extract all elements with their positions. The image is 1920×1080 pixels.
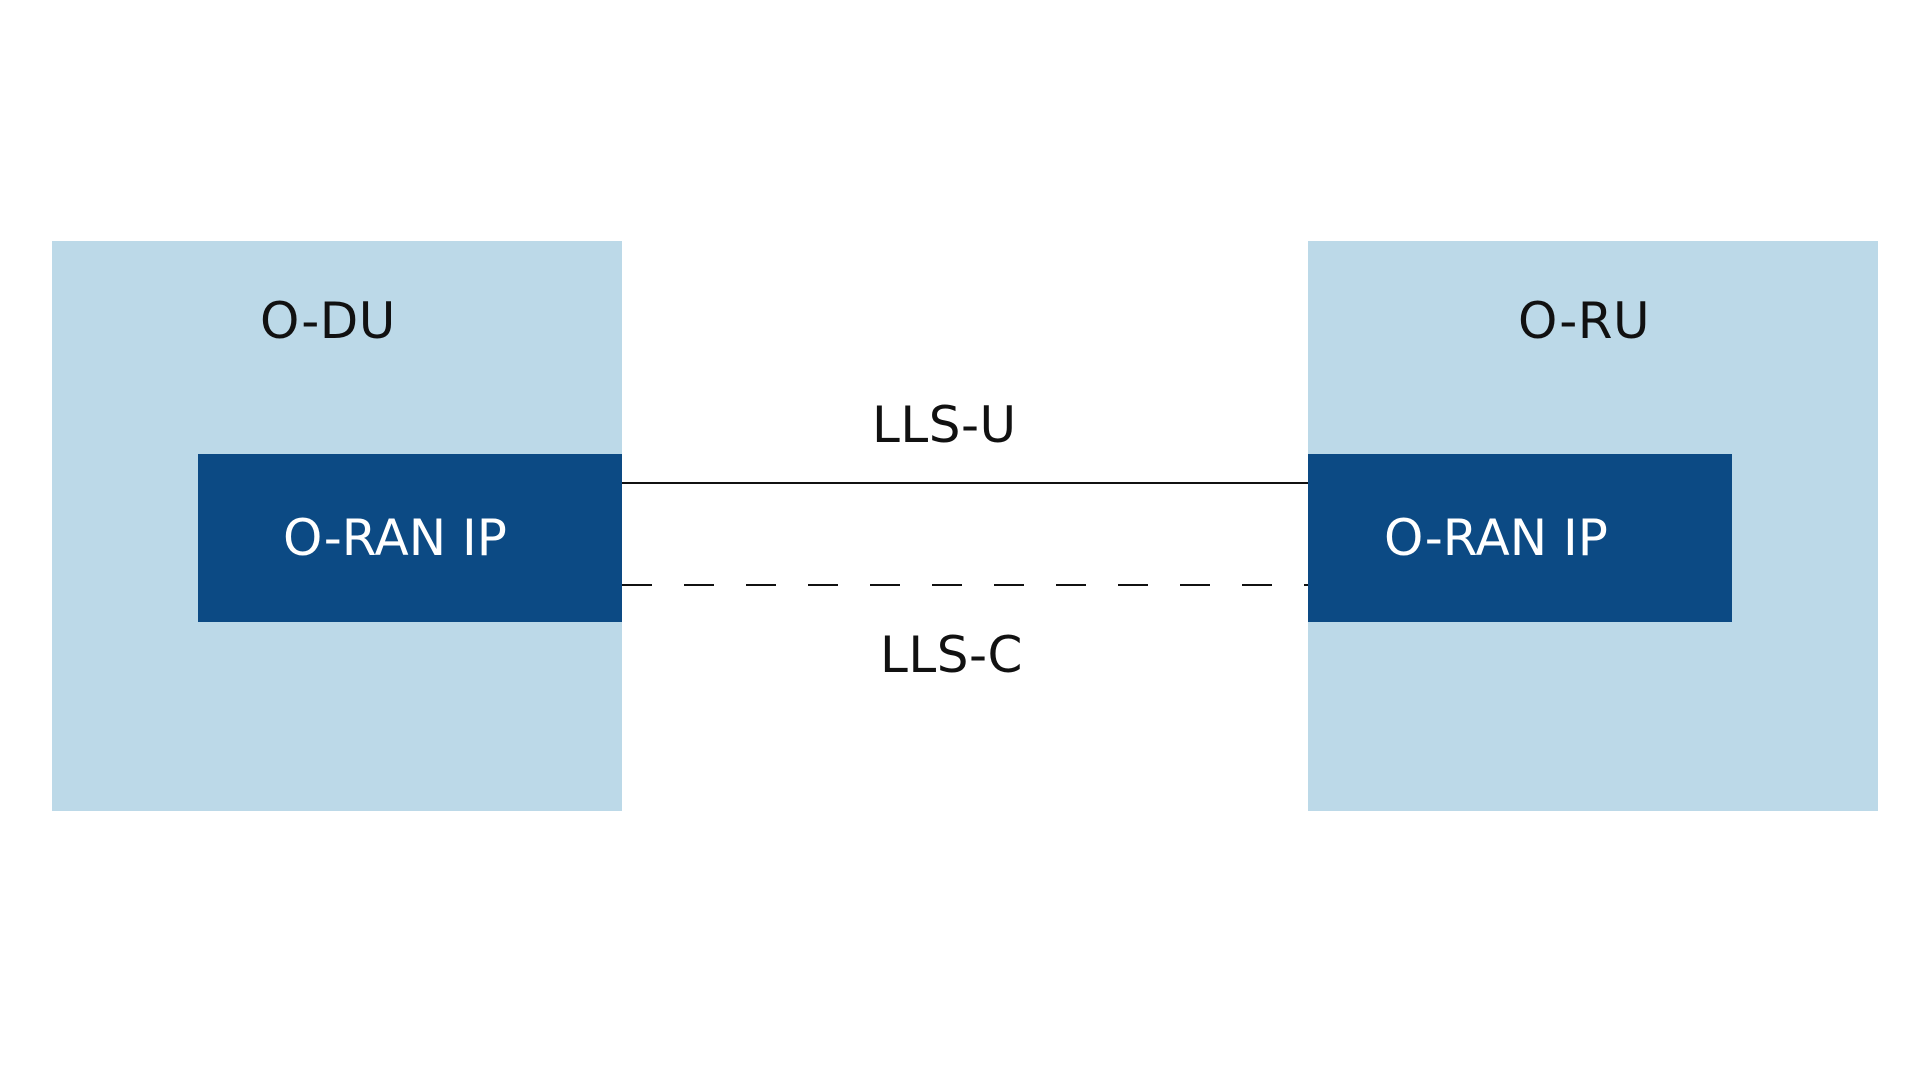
lls-u-solid-line	[622, 482, 1308, 484]
o-du-oran-ip-block: O-RAN IP	[198, 454, 622, 622]
lls-c-label: LLS-C	[880, 626, 1023, 684]
lls-c-dashed-line	[622, 584, 1308, 586]
o-ru-oran-ip-label: O-RAN IP	[1384, 509, 1608, 567]
o-du-oran-ip-label: O-RAN IP	[283, 509, 507, 567]
o-ru-oran-ip-block: O-RAN IP	[1308, 454, 1732, 622]
o-ru-title: O-RU	[1518, 292, 1651, 350]
o-du-title: O-DU	[260, 292, 396, 350]
lls-u-label: LLS-U	[872, 396, 1017, 454]
